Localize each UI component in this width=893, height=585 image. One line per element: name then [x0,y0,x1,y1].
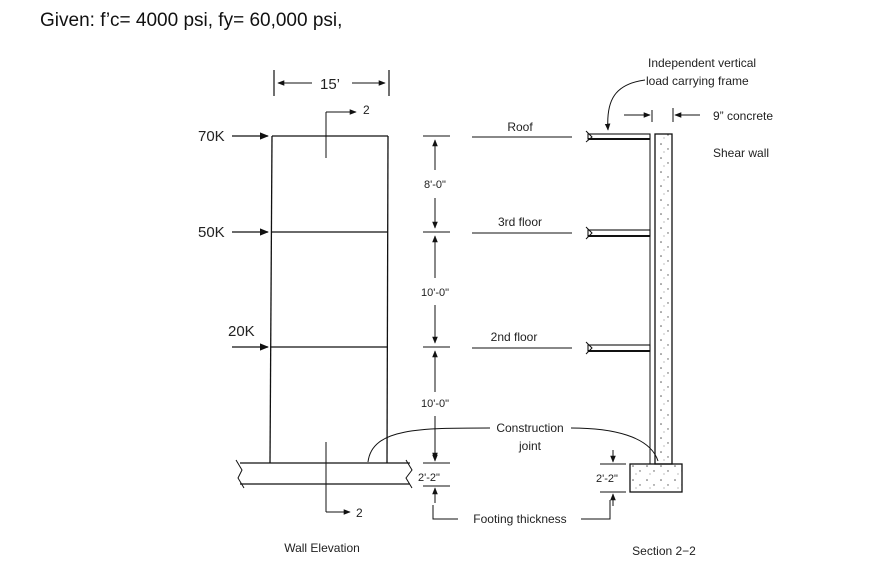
dim3-label: 10'-0" [421,398,449,410]
width-label: 15’ [320,76,340,93]
section-caption: Section 2−2 [632,544,696,558]
load-label-50k: 50K [198,224,225,241]
dim1-label: 8'-0" [424,179,446,191]
second-floor-slab [585,341,651,355]
section-footing-dim-label: 2'-2" [596,473,618,485]
joint-leader-right [570,427,659,462]
joint-leader-left [367,427,491,463]
shear-wall-note: Shear wall [713,146,769,160]
wall-elevation-caption: Wall Elevation [284,541,360,555]
wall-footing [629,463,683,493]
footing-thickness-note: Footing thickness [473,512,566,526]
roof-slab [585,130,651,143]
wall-elevation: 15’ 2 2 70K 50K 20 [198,70,413,555]
frame-note-line2: load carrying frame [646,74,749,88]
level-third-floor: 3rd floor [498,215,542,229]
shear-wall [654,133,673,465]
dim2-label: 10'-0" [421,287,449,299]
section-mark-top: 2 [363,103,370,117]
given-text: Given: f’c= 4000 psi, fy= 60,000 psi, [40,10,343,31]
footing-thk-leader-left [432,505,458,520]
break-left [235,459,245,489]
construction-joint-line2: joint [518,439,542,453]
footing-thk-leader-right [581,500,611,520]
wall-left-edge [269,135,273,464]
construction-joint-line1: Construction [496,421,563,435]
break-right [405,459,413,489]
frame-note-leader [604,79,646,131]
wall-right-edge [386,135,389,464]
third-floor-slab [585,226,651,240]
concrete-note: 9” concrete [713,109,773,123]
section-2-2: Independent vertical load carrying frame… [367,56,773,558]
section-mark-bottom: 2 [356,506,363,520]
level-labels: Roof 3rd floor 2nd floor [472,120,572,349]
level-second-floor: 2nd floor [491,330,538,344]
level-roof: Roof [507,120,533,134]
load-label-70k: 70K [198,128,225,145]
frame-note-line1: Independent vertical [648,56,756,70]
footing-dim-label: 2'-2" [418,472,440,484]
load-label-20k: 20K [228,323,255,340]
height-dimensions: 8'-0" 10'-0" 10'-0" 2'-2" [418,135,450,503]
